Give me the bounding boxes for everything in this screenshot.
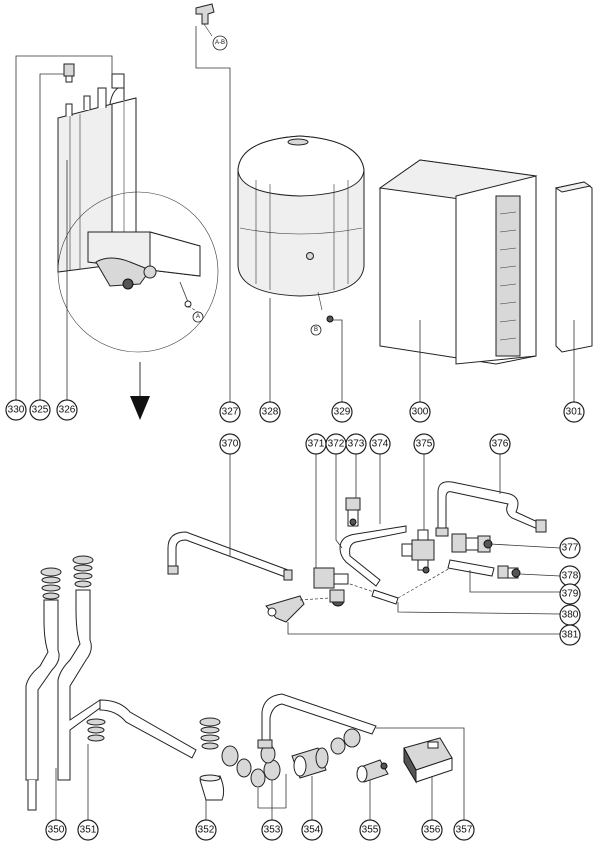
- callout-379-label: 379: [562, 589, 579, 600]
- callout-373-label: 373: [348, 439, 365, 450]
- frame-assembly: [57, 63, 219, 420]
- pipe-379: [447, 559, 495, 577]
- fitting-355: [356, 759, 389, 783]
- callout-375: 375: [413, 433, 435, 455]
- callout-378: 378: [559, 565, 581, 587]
- casing-300: [378, 159, 538, 365]
- callout-374: 374: [369, 433, 391, 455]
- ref-a-label: A: [196, 314, 200, 320]
- callout-370-label: 370: [222, 439, 239, 450]
- casing-301: [554, 181, 593, 353]
- callout-352-label: 352: [198, 825, 215, 836]
- callout-351-label: 351: [80, 825, 97, 836]
- fitting-373: [345, 497, 361, 527]
- callout-354-label: 354: [304, 825, 321, 836]
- callout-356-label: 356: [424, 825, 441, 836]
- callout-354: 354: [301, 819, 323, 841]
- pipe-374: [339, 525, 407, 587]
- pipe-380: [371, 589, 399, 605]
- callout-300: 300: [409, 401, 431, 423]
- callout-379: 379: [559, 583, 581, 605]
- valve-371: [313, 567, 349, 607]
- callout-325: 325: [29, 399, 51, 421]
- callout-326: 326: [56, 399, 78, 421]
- callout-350: 350: [45, 819, 67, 841]
- callout-326-label: 326: [59, 405, 76, 416]
- pipe-376: [435, 481, 547, 537]
- sensor-356: [403, 737, 453, 784]
- callout-355: 355: [359, 819, 381, 841]
- fitting-378: [497, 565, 521, 579]
- callout-328: 328: [259, 401, 281, 423]
- valve-354: [291, 747, 329, 779]
- fitting-377: [451, 533, 493, 553]
- callout-330: 330: [5, 399, 27, 421]
- tee-375: [401, 529, 435, 574]
- callout-357: 357: [453, 819, 475, 841]
- ref-b-label: B: [314, 327, 318, 333]
- callout-370: 370: [219, 433, 241, 455]
- bracket-381: [265, 595, 305, 623]
- callout-350-label: 350: [48, 825, 65, 836]
- callout-376-label: 376: [492, 439, 509, 450]
- callout-351: 351: [77, 819, 99, 841]
- callout-380: 380: [559, 604, 581, 626]
- callout-381: 381: [559, 624, 581, 646]
- callout-372-label: 372: [328, 439, 345, 450]
- callout-373: 373: [345, 433, 367, 455]
- connectors-353: [221, 744, 281, 788]
- ref-ab-label: A-B: [215, 40, 225, 46]
- callout-356: 356: [421, 819, 443, 841]
- ref-marker-ab: A-B: [212, 35, 228, 51]
- callout-371-label: 371: [308, 439, 325, 450]
- callout-353: 353: [261, 819, 283, 841]
- callout-380-label: 380: [562, 610, 579, 621]
- callout-374-label: 374: [372, 439, 389, 450]
- callout-357-label: 357: [456, 825, 473, 836]
- callout-353-label: 353: [264, 825, 281, 836]
- callout-372: 372: [325, 433, 347, 455]
- callout-328-label: 328: [262, 407, 279, 418]
- callout-377: 377: [559, 537, 581, 559]
- callout-327-label: 327: [222, 407, 239, 418]
- callout-355-label: 355: [362, 825, 379, 836]
- callout-376: 376: [489, 433, 511, 455]
- ref-marker-b: B: [310, 324, 322, 336]
- pipe-350: [25, 567, 62, 811]
- callout-329-label: 329: [334, 407, 351, 418]
- callout-378-label: 378: [562, 571, 579, 582]
- callout-377-label: 377: [562, 543, 579, 554]
- clip-part: [195, 3, 215, 37]
- pipe-370: [167, 531, 293, 581]
- callout-327: 327: [219, 401, 241, 423]
- expansion-tank: [237, 135, 365, 323]
- callout-352: 352: [195, 819, 217, 841]
- callout-301-label: 301: [566, 407, 583, 418]
- callout-375-label: 375: [416, 439, 433, 450]
- callout-371: 371: [305, 433, 327, 455]
- pipe-357: [257, 693, 377, 755]
- callout-301: 301: [563, 401, 585, 423]
- pipe-351: [57, 555, 197, 781]
- fitting-352: [199, 717, 225, 801]
- ref-marker-a: A: [192, 311, 204, 323]
- callout-329: 329: [331, 401, 353, 423]
- callout-325-label: 325: [32, 405, 49, 416]
- callout-300-label: 300: [412, 407, 429, 418]
- callout-381-label: 381: [562, 630, 579, 641]
- callout-330-label: 330: [8, 405, 25, 416]
